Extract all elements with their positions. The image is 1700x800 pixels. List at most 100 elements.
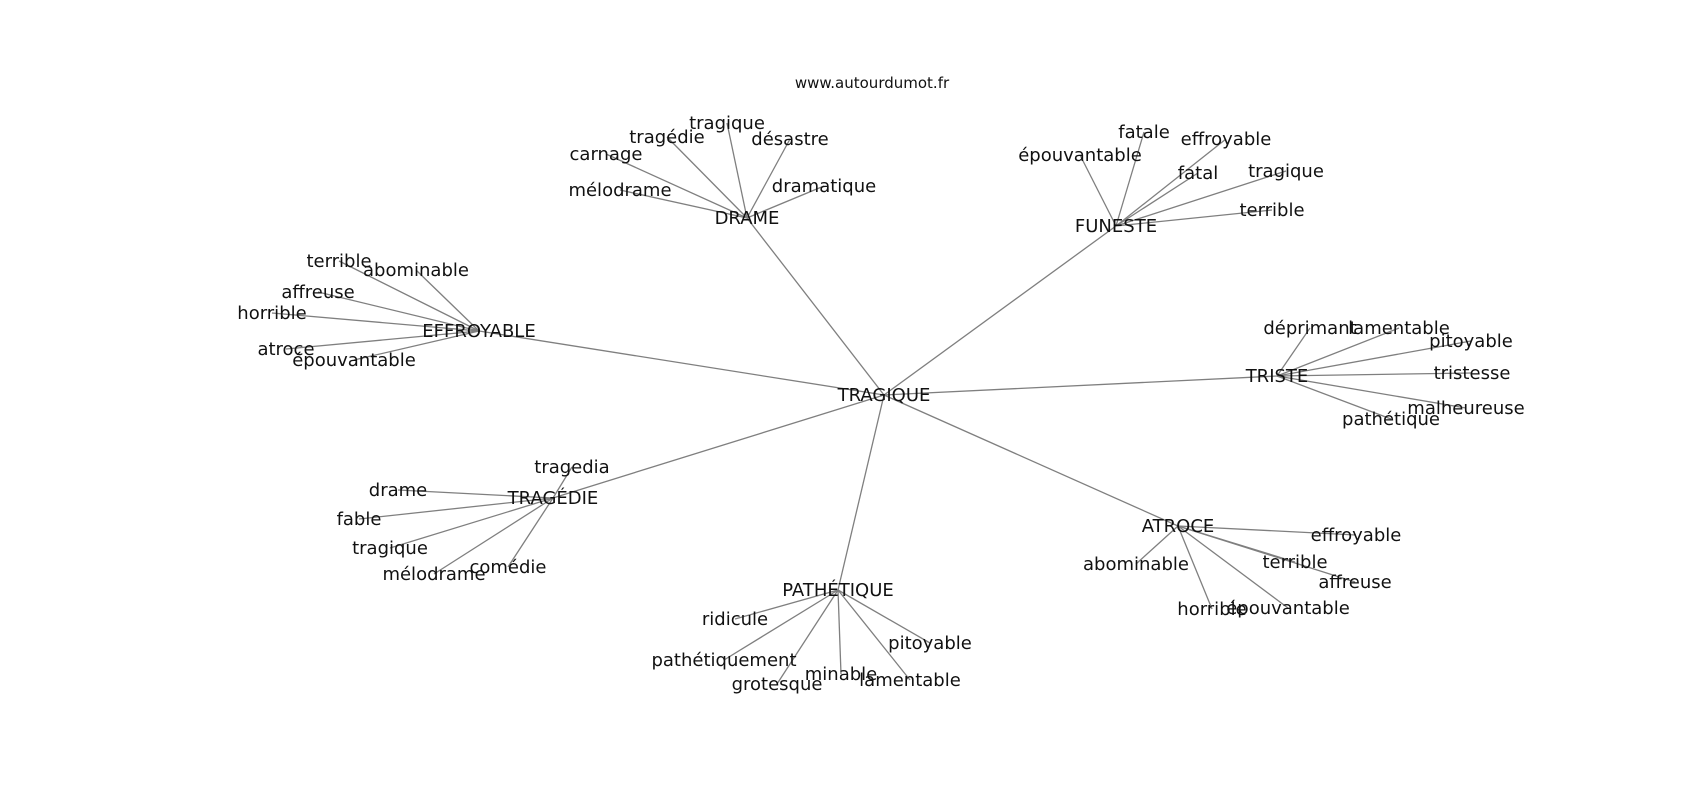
edge-group-to-leaf — [397, 489, 554, 499]
edge-group-to-leaf — [1276, 327, 1400, 377]
leaf-node-label: ridicule — [702, 609, 768, 630]
edge-group-to-leaf — [1115, 138, 1227, 227]
edge-group-to-leaf — [285, 330, 480, 350]
leaf-node-label: effroyable — [1181, 129, 1272, 150]
group-node-label: PATHÉTIQUE — [782, 579, 894, 601]
edge-group-to-leaf — [271, 312, 480, 332]
leaf-node-label: effroyable — [1311, 525, 1402, 546]
leaf-node-label: fatale — [1118, 122, 1170, 143]
edge-group-to-leaf — [619, 189, 748, 219]
leaf-node-label: tragique — [352, 538, 428, 559]
edge-group-to-leaf — [552, 466, 573, 499]
leaf-node-label: mélodrame — [568, 180, 671, 201]
edge-group-to-leaf — [389, 497, 554, 549]
leaf-node-label: fatal — [1178, 163, 1218, 184]
leaf-node-label: terrible — [306, 251, 371, 272]
edge-group-to-leaf — [837, 589, 911, 681]
edge-group-to-leaf — [317, 291, 480, 332]
leaf-node-label: épouvantable — [292, 350, 416, 371]
edge-group-to-leaf — [507, 497, 554, 568]
edge-group-to-leaf — [1276, 340, 1472, 377]
edge-group-to-leaf — [734, 589, 839, 620]
leaf-node-label: abominable — [1083, 554, 1189, 575]
edge-group-to-leaf — [837, 589, 931, 644]
edge-group-to-leaf — [1276, 375, 1392, 420]
group-node-label: FUNESTE — [1075, 216, 1157, 237]
leaf-node-label: lamentable — [859, 670, 961, 691]
leaf-node-label: lamentable — [1348, 318, 1450, 339]
edge-group-to-leaf — [776, 589, 839, 685]
leaf-node-label: tragique — [689, 113, 765, 134]
edge-group-to-leaf — [1276, 375, 1467, 409]
edge-center-to-group — [883, 225, 1117, 396]
leaf-node-label: minable — [805, 664, 877, 685]
leaf-node-label: terrible — [1262, 552, 1327, 573]
edge-center-to-group — [746, 217, 885, 396]
edge-center-to-group — [883, 375, 1278, 396]
leaf-node-label: tragédie — [629, 127, 705, 148]
leaf-node-label: carnage — [570, 144, 643, 165]
edge-center-to-group — [837, 394, 885, 591]
leaf-node-label: affreuse — [281, 282, 354, 303]
edge-group-to-leaf — [666, 136, 748, 219]
watermark: www.autourdumot.fr — [795, 74, 950, 92]
leaf-node-label: horrible — [237, 303, 306, 324]
edge-group-to-leaf — [433, 497, 554, 575]
leaf-node-label: épouvantable — [1018, 145, 1142, 166]
leaf-node-label: abominable — [363, 260, 469, 281]
group-node-label: TRISTE — [1245, 366, 1309, 387]
edge-group-to-leaf — [1276, 327, 1311, 377]
leaf-node-label: tragedia — [534, 457, 609, 478]
edge-group-to-leaf — [605, 153, 748, 219]
edge-center-to-group — [478, 330, 885, 396]
leaf-node-label: déprimant — [1263, 318, 1356, 339]
edge-group-to-leaf — [1177, 525, 1213, 610]
edge-group-to-leaf — [1177, 525, 1289, 609]
leaf-node-label: tristesse — [1434, 363, 1511, 384]
edge-group-to-leaf — [1177, 525, 1356, 583]
edge-group-to-leaf — [358, 497, 554, 520]
edge-group-to-leaf — [1115, 131, 1145, 227]
edge-group-to-leaf — [1276, 372, 1473, 377]
leaf-node-label: pitoyable — [888, 633, 972, 654]
leaf-node-label: malheureuse — [1407, 398, 1524, 419]
edge-center-to-group — [552, 394, 885, 499]
leaf-node-label: horrible — [1177, 599, 1246, 620]
leaf-node-label: terrible — [1239, 200, 1304, 221]
group-node-label: TRAGÉDIE — [507, 487, 599, 509]
leaf-node-label: comédie — [469, 557, 546, 578]
leaf-node-label: désastre — [751, 129, 828, 150]
edge-group-to-leaf — [726, 122, 748, 219]
graph-edges — [271, 122, 1473, 685]
edge-group-to-leaf — [1115, 170, 1287, 227]
edge-group-to-leaf — [1115, 209, 1273, 227]
edge-group-to-leaf — [353, 330, 480, 361]
edge-group-to-leaf — [1115, 172, 1199, 227]
center-node-label: TRAGIQUE — [837, 385, 931, 406]
leaf-node-label: dramatique — [772, 176, 876, 197]
edge-group-to-leaf — [746, 185, 825, 219]
leaf-node-label: tragique — [1248, 161, 1324, 182]
group-node-label: ATROCE — [1142, 516, 1215, 537]
edge-group-to-leaf — [1177, 525, 1357, 536]
leaf-node-label: fable — [337, 509, 382, 530]
leaf-node-label: affreuse — [1318, 572, 1391, 593]
group-node-label: EFFROYABLE — [422, 321, 535, 342]
leaf-node-label: grotesque — [732, 674, 823, 695]
leaf-node-label: drame — [369, 480, 427, 501]
edge-group-to-leaf — [723, 589, 839, 661]
edge-group-to-leaf — [837, 589, 842, 675]
edge-group-to-leaf — [338, 260, 480, 332]
edge-group-to-leaf — [1079, 154, 1117, 227]
leaf-node-label: mélodrame — [382, 564, 485, 585]
edge-group-to-leaf — [1135, 525, 1179, 565]
edge-group-to-leaf — [415, 269, 480, 332]
leaf-node-label: pitoyable — [1429, 331, 1513, 352]
edge-center-to-group — [883, 394, 1179, 527]
edge-group-to-leaf — [746, 138, 791, 219]
leaf-node-label: atroce — [257, 339, 314, 360]
leaf-node-label: pathétique — [1342, 409, 1440, 430]
leaf-node-label: pathétiquement — [651, 650, 796, 671]
